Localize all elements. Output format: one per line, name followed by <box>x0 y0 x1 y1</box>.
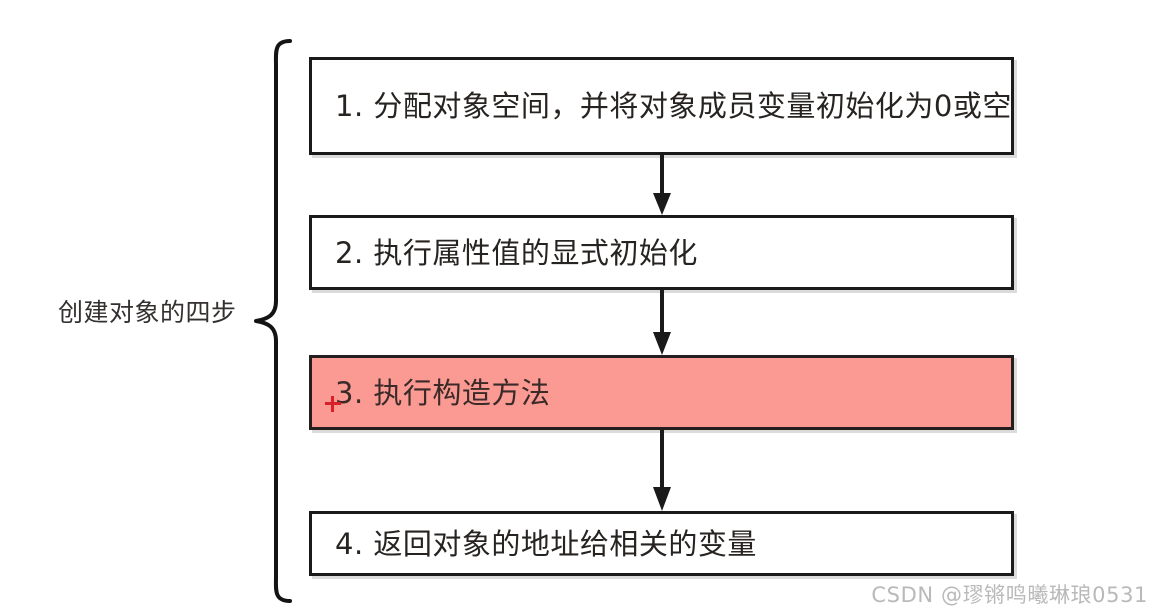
arrow-down-icon-3 <box>653 430 671 511</box>
arrow-down-icon-1 <box>653 155 671 215</box>
arrow-down-icon-2 <box>653 290 671 355</box>
flow-step-box-4[interactable]: 4. 返回对象的地址给相关的变量 <box>309 511 1014 576</box>
red-crosshair-icon <box>325 396 341 412</box>
flow-step-label-3: 3. 执行构造方法 <box>335 375 551 410</box>
flow-step-label-2: 2. 执行属性值的显式初始化 <box>335 235 698 270</box>
watermark: CSDN @璆锵鸣曦琳琅0531 <box>871 583 1148 607</box>
flow-step-box-1[interactable]: 1. 分配对象空间，并将对象成员变量初始化为0或空 <box>309 57 1014 155</box>
flow-step-label-1: 1. 分配对象空间，并将对象成员变量初始化为0或空 <box>335 89 1012 123</box>
flow-step-label-4: 4. 返回对象的地址给相关的变量 <box>335 526 757 561</box>
flow-step-box-3[interactable]: 3. 执行构造方法 <box>309 355 1014 430</box>
flow-step-box-2[interactable]: 2. 执行属性值的显式初始化 <box>309 215 1014 290</box>
group-label: 创建对象的四步 <box>58 298 237 327</box>
